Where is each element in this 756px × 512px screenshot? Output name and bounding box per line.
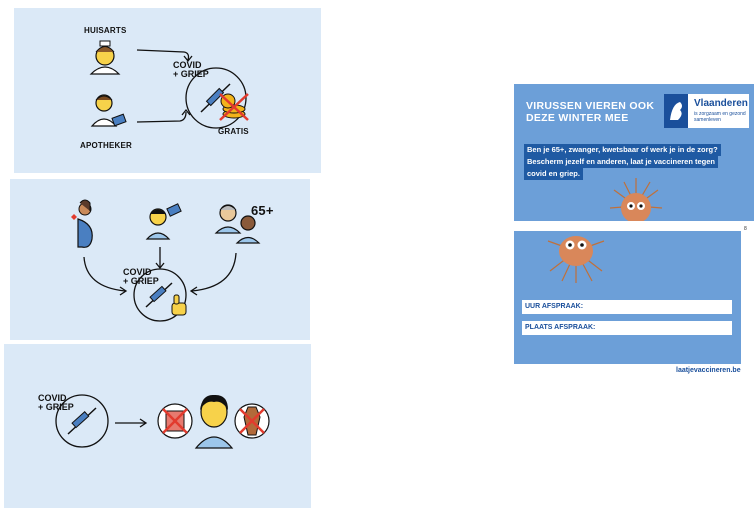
young-person-icon xyxy=(145,203,182,240)
vaccine-syringe-icon xyxy=(55,394,109,448)
hospital-crossed-icon xyxy=(157,403,193,439)
arrows-icon xyxy=(83,247,237,296)
covid-griep-label: COVID + GRIEP xyxy=(173,61,209,79)
griep-text: + GRIEP xyxy=(173,69,209,79)
poster-top: VIRUSSEN VIEREN OOK DEZE WINTER MEE Vlaa… xyxy=(514,84,754,221)
vaccine-syringe-icon xyxy=(185,67,247,129)
doctor-icon xyxy=(89,40,121,75)
arrow-right-icon xyxy=(115,418,148,428)
elderly-couple-icon xyxy=(214,204,261,244)
panel3-illustration xyxy=(55,394,270,449)
infographic-panel-target-groups: 65+ COVID + GRIEP xyxy=(10,179,310,340)
panel1-illustration xyxy=(89,40,249,129)
question-line-3: covid en griep. xyxy=(524,168,583,180)
infographic-panel-prevention: COVID + GRIEP xyxy=(4,344,311,508)
question-line-1: Ben je 65+, zwanger, kwetsbaar of werk j… xyxy=(524,144,721,156)
vlaanderen-logo: Vlaanderen is zorgzaam en gezond samenle… xyxy=(664,94,749,128)
arrow-right-icon xyxy=(136,49,193,123)
covid-griep-label: COVID + GRIEP xyxy=(123,268,159,286)
logo-name: Vlaanderen xyxy=(694,98,748,109)
covid-text: COVID xyxy=(173,60,202,70)
pregnant-woman-icon xyxy=(71,199,93,248)
appointment-time-field[interactable]: UUR AFSPRAAK: xyxy=(522,300,732,314)
appointment-place-field[interactable]: PLAATS AFSPRAAK: xyxy=(522,321,732,335)
euro-coins-crossed-icon xyxy=(219,93,249,121)
covid-text: COVID xyxy=(38,393,67,403)
covid-text: COVID xyxy=(123,267,152,277)
gratis-label: GRATIS xyxy=(218,127,249,136)
vaccine-syringe-icon xyxy=(133,268,187,322)
virus-character-icon xyxy=(609,178,663,221)
page-number: 8 xyxy=(744,226,747,232)
covid-griep-label: COVID + GRIEP xyxy=(38,394,74,412)
coffin-crossed-icon xyxy=(234,403,270,439)
person-icon xyxy=(194,394,234,449)
question-line-2: Bescherm jezelf en anderen, laat je vacc… xyxy=(524,156,718,168)
infographic-panel-free-vaccine: HUISARTS APOTHEKER COVID + GRIEP GRATIS xyxy=(14,8,321,173)
website-link[interactable]: laatjevaccineren.be xyxy=(676,367,741,374)
panel2-illustration xyxy=(71,199,261,322)
griep-text: + GRIEP xyxy=(123,276,159,286)
virus-character-icon xyxy=(547,236,605,283)
age-65-label: 65+ xyxy=(251,203,274,218)
pharmacist-icon xyxy=(90,94,127,127)
logo-tagline: is zorgzaam en gezond samenleven xyxy=(694,111,746,123)
griep-text: + GRIEP xyxy=(38,402,74,412)
poster-bottom: UUR AFSPRAAK: PLAATS AFSPRAAK: xyxy=(514,231,741,364)
apotheker-label: APOTHEKER xyxy=(80,141,133,150)
poster-headline: VIRUSSEN VIEREN OOK DEZE WINTER MEE xyxy=(526,100,655,124)
huisarts-label: HUISARTS xyxy=(84,26,127,35)
thumbs-up-icon xyxy=(171,294,187,316)
lion-icon xyxy=(664,94,688,128)
